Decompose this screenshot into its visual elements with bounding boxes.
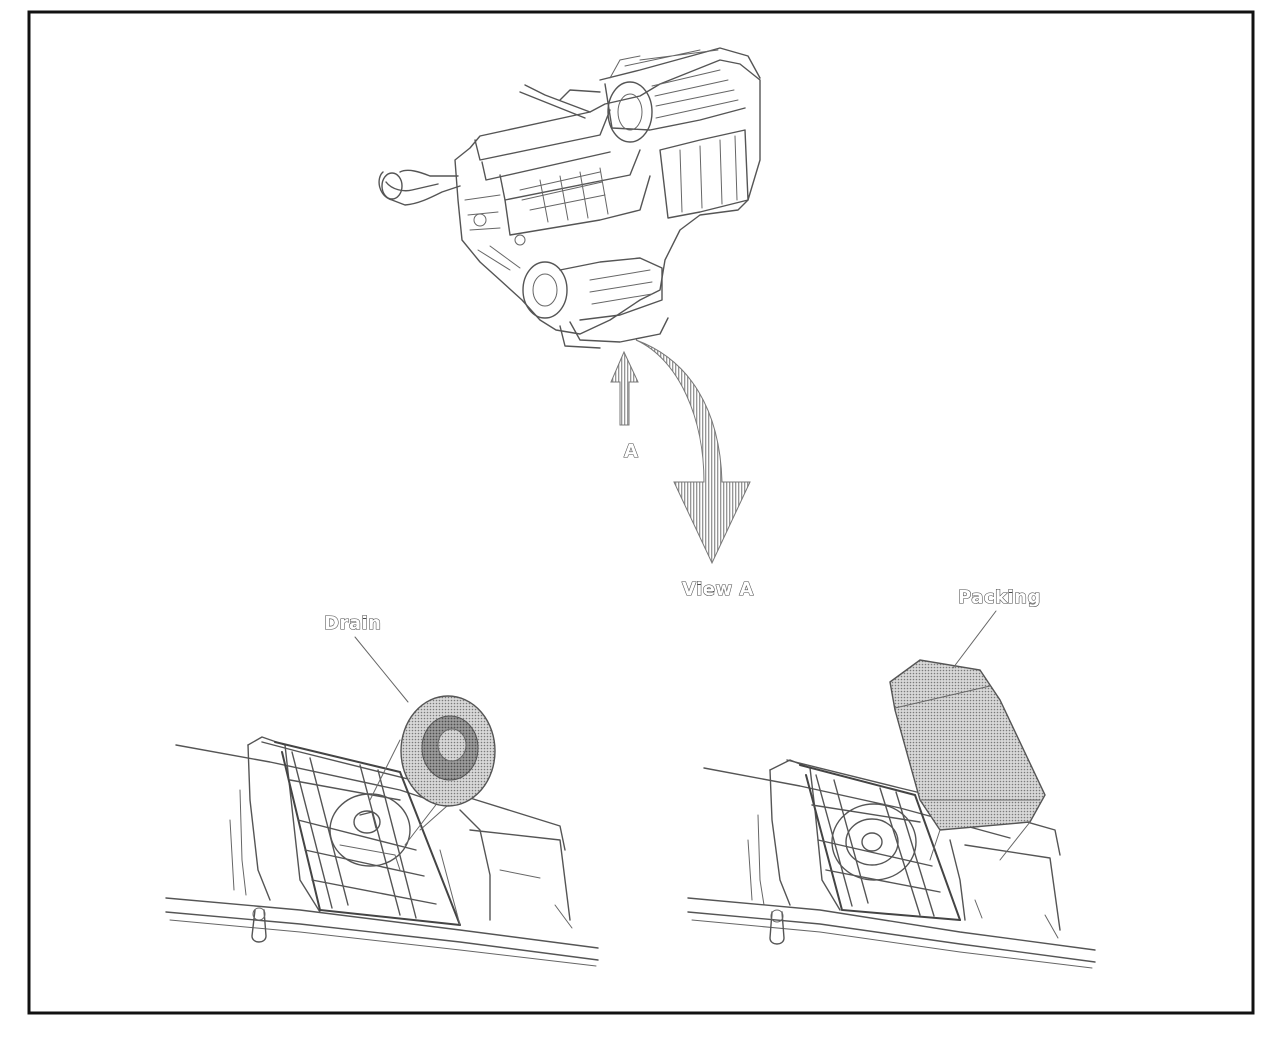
packing-leader-line — [952, 610, 997, 669]
drain-label: Drain — [324, 613, 381, 634]
arrow-a-up — [610, 350, 639, 426]
hvac-unit-drawing — [378, 47, 761, 349]
arrow-a-label: A — [624, 441, 638, 462]
packing-label: Packing — [958, 587, 1041, 608]
diagram-frame — [27, 10, 1255, 1015]
drain-view-drawing — [165, 695, 599, 967]
view-a-curved-arrow — [635, 339, 751, 565]
drain-leader-line — [354, 636, 409, 703]
view-a-label: View A — [682, 579, 754, 600]
packing-view-drawing — [687, 659, 1096, 969]
